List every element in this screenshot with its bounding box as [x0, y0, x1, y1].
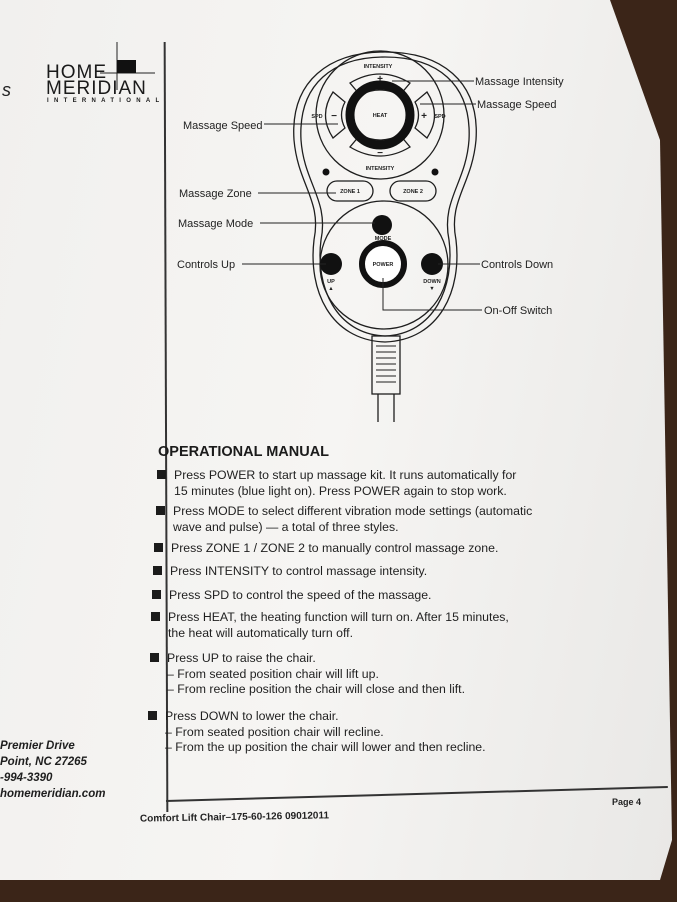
logo-mark: [100, 42, 155, 90]
down-arrow-icon: ▼: [429, 286, 434, 292]
margin-fragment: s: [2, 80, 11, 100]
manual-heading: OPERATIONAL MANUAL: [158, 444, 330, 460]
manual-page: s HOME MERIDIAN INTERNATIONAL: [0, 0, 672, 880]
logo-meridian: MERIDIAN: [46, 78, 147, 99]
up-label: UP: [327, 279, 335, 285]
manual-item: Press POWER to start up massage kit. It …: [157, 468, 516, 499]
manual-item-line: Press DOWN to lower the chair.: [165, 709, 339, 723]
remote-diagram: INTENSITY + − INTENSITY SPD − + SPD HEAT…: [177, 50, 564, 422]
manual-item: Press INTENSITY to control massage inten…: [153, 564, 427, 580]
callout-on-off-switch: On-Off Switch: [484, 305, 552, 317]
manual-item-line: Press MODE to select different vibration…: [173, 504, 533, 518]
address-phone: -994-3390: [0, 772, 53, 784]
manual-item-line: Press POWER to start up massage kit. It …: [174, 468, 517, 482]
manual-item-line: Press UP to raise the chair.: [167, 651, 316, 665]
address-city: Point, NC 27265: [0, 756, 87, 768]
manual-item: Press UP to raise the chair.– From seate…: [150, 651, 465, 698]
heat-button: [345, 80, 415, 150]
bullet-icon: [154, 543, 163, 552]
logo-home: HOME: [46, 62, 107, 83]
callout-massage-zone: Massage Zone: [179, 188, 252, 200]
mode-label: MODE: [375, 236, 392, 242]
bullet-icon: [157, 470, 166, 479]
manual-item: Press ZONE 1 / ZONE 2 to manually contro…: [154, 541, 498, 557]
zone1-label: ZONE 1: [340, 189, 360, 195]
heat-label: HEAT: [373, 113, 388, 119]
mode-button: [372, 215, 392, 235]
spd-plus: +: [421, 111, 427, 122]
manual-item: Press DOWN to lower the chair.– From sea…: [148, 709, 486, 756]
bullet-icon: [148, 711, 157, 720]
callout-massage-mode: Massage Mode: [178, 218, 253, 230]
manual-item-line: Press ZONE 1 / ZONE 2 to manually contro…: [171, 541, 499, 555]
address-website: homemeridian.com: [0, 788, 106, 800]
manual-item-line: Press SPD to control the speed of the ma…: [169, 588, 432, 602]
callout-lines: [242, 80, 482, 311]
spd-minus: −: [331, 111, 337, 122]
manual-item-line: 15 minutes (blue light on). Press POWER …: [174, 483, 507, 498]
manual-item-line: Press HEAT, the heating function will tu…: [168, 610, 509, 624]
manual-item-line: Press INTENSITY to control massage inten…: [170, 564, 428, 578]
manual-item-line: – From the up position the chair will lo…: [165, 740, 486, 754]
callout-massage-speed-left: Massage Speed: [183, 120, 263, 132]
manual-item-line: – From seated position chair will lift u…: [167, 666, 379, 681]
manual-item-line: – From seated position chair will reclin…: [165, 724, 384, 739]
footer-rule: [165, 785, 668, 802]
bullet-icon: [153, 566, 162, 575]
cord-stripes: [376, 345, 396, 383]
down-button: [421, 253, 443, 275]
manual-item: Press SPD to control the speed of the ma…: [152, 588, 431, 604]
footer-model: Comfort Lift Chair–175-60-126 09012011: [139, 810, 330, 825]
manual-item-line: wave and pulse) — a total of three style…: [173, 519, 399, 534]
manual-item: Press HEAT, the heating function will tu…: [151, 610, 509, 641]
manual-item-line: – From recline position the chair will c…: [167, 682, 465, 696]
down-label: DOWN: [423, 279, 440, 285]
intensity-bottom-label: INTENSITY: [366, 166, 395, 172]
power-label: POWER: [373, 262, 394, 268]
intensity-plus: +: [377, 74, 383, 85]
intensity-top-label: INTENSITY: [364, 64, 393, 70]
bullet-icon: [151, 612, 160, 621]
address-street: Premier Drive: [0, 740, 75, 752]
spd-left-label: SPD: [311, 114, 322, 120]
callout-massage-intensity: Massage Intensity: [475, 76, 564, 88]
callout-controls-down: Controls Down: [481, 259, 553, 271]
manual-item: Press MODE to select different vibration…: [156, 504, 532, 535]
bullet-icon: [156, 506, 165, 515]
up-arrow-icon: ▲: [328, 286, 333, 292]
intensity-minus: −: [377, 148, 383, 159]
callout-controls-up: Controls Up: [177, 259, 235, 271]
callout-massage-speed-right: Massage Speed: [477, 99, 557, 111]
manual-item-line: the heat will automatically turn off.: [168, 625, 354, 640]
logo-international: INTERNATIONAL: [47, 98, 165, 104]
up-button: [320, 253, 342, 275]
bullet-icon: [152, 590, 161, 599]
page-number: Page 4: [612, 797, 642, 807]
spd-right-label: SPD: [434, 114, 445, 120]
bullet-icon: [150, 653, 159, 662]
zone2-label: ZONE 2: [403, 189, 423, 195]
